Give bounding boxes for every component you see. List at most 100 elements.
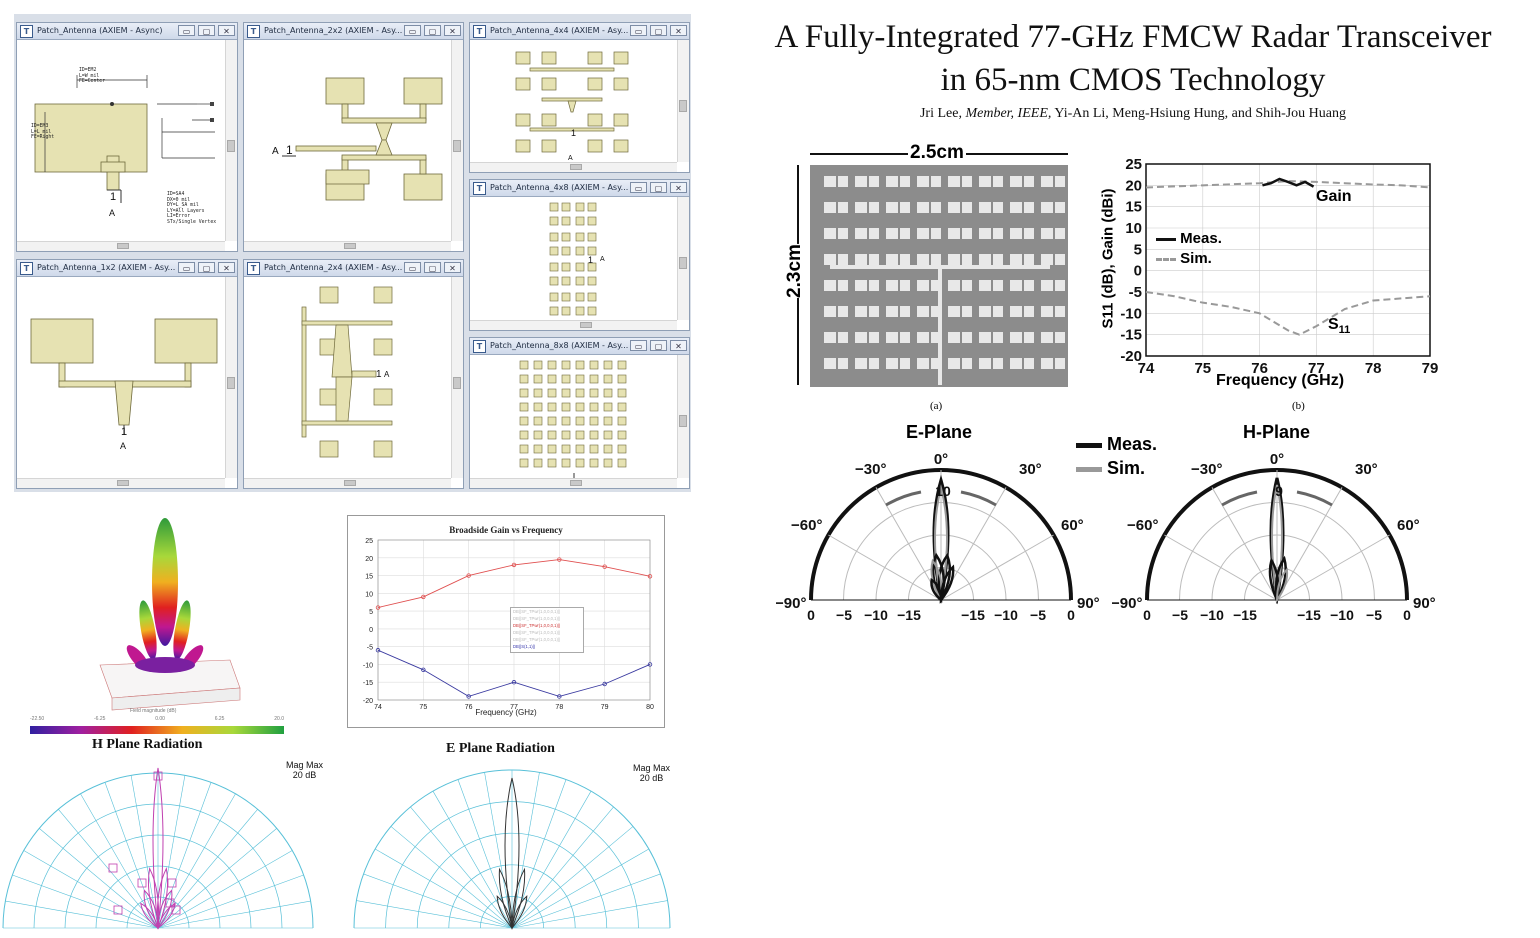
die-patch — [886, 332, 898, 343]
restore-button[interactable]: ▢ — [424, 25, 441, 36]
patch-element — [561, 430, 571, 440]
schematic-icon: T — [473, 340, 486, 353]
chart-title: Broadside Gain vs Frequency — [449, 525, 563, 535]
vertical-scrollbar[interactable] — [677, 355, 689, 478]
die-patch — [1055, 332, 1065, 343]
die-patch — [948, 176, 960, 187]
patch-element — [575, 374, 585, 384]
restore-button[interactable]: ▢ — [650, 340, 667, 351]
die-patch — [900, 358, 910, 369]
x-tick-label: 79 — [1422, 360, 1439, 377]
layout-canvas[interactable]: 1 A — [470, 197, 677, 320]
x-tick-label: 75 — [419, 704, 427, 711]
legend-meas: Meas. — [1156, 230, 1222, 247]
minimize-button[interactable]: ▭ — [630, 340, 647, 351]
radiation-lobe — [496, 895, 513, 930]
horizontal-scrollbar[interactable] — [17, 478, 225, 488]
die-patch — [993, 254, 1003, 265]
patch-element — [603, 360, 613, 370]
vertical-scrollbar[interactable] — [451, 40, 463, 241]
horizontal-scrollbar[interactable] — [470, 162, 677, 172]
dimension-width: 2.5cm — [908, 142, 966, 164]
die-patch — [886, 280, 898, 291]
schematic-icon: T — [473, 25, 486, 38]
pattern-marker — [153, 771, 163, 781]
close-button[interactable]: ✕ — [444, 262, 461, 273]
port-number: 1 — [286, 143, 293, 157]
restore-button[interactable]: ▢ — [650, 25, 667, 36]
vertical-scrollbar[interactable] — [225, 40, 237, 241]
vertical-scrollbar[interactable] — [677, 197, 689, 320]
close-button[interactable]: ✕ — [670, 25, 687, 36]
die-patch — [855, 358, 867, 369]
die-feed-line — [938, 265, 942, 385]
vertical-scrollbar[interactable] — [225, 277, 237, 478]
die-patch — [1010, 332, 1022, 343]
vertical-scrollbar[interactable] — [677, 40, 689, 162]
window-title-bar[interactable]: T Patch_Antenna (AXIEM - Async) ▭ ▢ ✕ — [17, 23, 237, 40]
close-button[interactable]: ✕ — [444, 25, 461, 36]
restore-button[interactable]: ▢ — [650, 182, 667, 193]
window-patch-antenna-2x4[interactable]: T Patch_Antenna_2x4 (AXIEM - Asy... ▭ ▢ … — [243, 259, 464, 489]
window-title: Patch_Antenna_8x8 (AXIEM - Asy... — [490, 341, 629, 350]
die-patch — [838, 176, 848, 187]
die-patch — [900, 254, 910, 265]
die-patch — [1024, 176, 1034, 187]
minimize-button[interactable]: ▭ — [630, 25, 647, 36]
window-title-bar[interactable]: T Patch_Antenna_8x8 (AXIEM - Asy... ▭ ▢ … — [470, 338, 689, 355]
paper-authors: Jri Lee, Member, IEEE, Yi-An Li, Meng-Hs… — [728, 106, 1538, 122]
annotation-text: DX=0 mil — [167, 197, 191, 203]
die-patch — [979, 228, 991, 239]
minimize-button[interactable]: ▭ — [404, 25, 421, 36]
restore-button[interactable]: ▢ — [198, 25, 215, 36]
minimize-button[interactable]: ▭ — [630, 182, 647, 193]
die-patch — [1055, 306, 1065, 317]
horizontal-scrollbar[interactable] — [17, 241, 225, 251]
polar-spoke — [157, 809, 258, 929]
horizontal-scrollbar[interactable] — [244, 478, 451, 488]
window-title-bar[interactable]: T Patch_Antenna_4x8 (AXIEM - Asy... ▭ ▢ … — [470, 180, 689, 197]
window-patch-antenna[interactable]: T Patch_Antenna (AXIEM - Async) ▭ ▢ ✕ — [16, 22, 238, 252]
window-patch-antenna-4x4[interactable]: T Patch_Antenna_4x4 (AXIEM - Asy... ▭ ▢ … — [469, 22, 690, 173]
patch-element — [519, 360, 529, 370]
patch-element — [617, 388, 627, 398]
window-patch-antenna-4x8[interactable]: T Patch_Antenna_4x8 (AXIEM - Asy... ▭ ▢ … — [469, 179, 690, 331]
die-patch — [948, 358, 960, 369]
series-marker — [602, 681, 607, 687]
minimize-button[interactable]: ▭ — [404, 262, 421, 273]
layout-canvas[interactable]: 1 A — [244, 277, 451, 478]
close-button[interactable]: ✕ — [670, 340, 687, 351]
close-button[interactable]: ✕ — [218, 25, 235, 36]
vertical-scrollbar[interactable] — [451, 277, 463, 478]
layout-canvas[interactable]: 1 A — [17, 277, 225, 478]
window-patch-antenna-2x2[interactable]: T Patch_Antenna_2x2 (AXIEM - Asy... ▭ ▢ … — [243, 22, 464, 252]
layout-canvas[interactable]: ID=EM2 L=W mil FE=Center ID=EM3 L=L mil … — [17, 40, 225, 241]
window-title-bar[interactable]: T Patch_Antenna_4x4 (AXIEM - Asy... ▭ ▢ … — [470, 23, 689, 40]
radiation-lobe — [156, 867, 169, 929]
window-title-bar[interactable]: T Patch_Antenna_2x2 (AXIEM - Asy... ▭ ▢ … — [244, 23, 463, 40]
radial-tick-label: −15 — [1297, 607, 1321, 620]
layout-canvas[interactable]: A 1 — [244, 40, 451, 241]
horizontal-scrollbar[interactable] — [244, 241, 451, 251]
die-patch — [1055, 254, 1065, 265]
die-patch — [993, 332, 1003, 343]
window-patch-antenna-1x2[interactable]: T Patch_Antenna_1x2 (AXIEM - Asy... ▭ ▢ … — [16, 259, 238, 489]
restore-button[interactable]: ▢ — [198, 262, 215, 273]
horizontal-scrollbar[interactable] — [470, 320, 677, 330]
die-patch — [869, 332, 879, 343]
author-name: Jri Lee, — [919, 106, 962, 121]
restore-button[interactable]: ▢ — [424, 262, 441, 273]
series-marker — [375, 648, 381, 653]
layout-canvas[interactable] — [470, 355, 677, 478]
close-button[interactable]: ✕ — [670, 182, 687, 193]
layout-canvas[interactable]: 1 A — [470, 40, 677, 162]
close-button[interactable]: ✕ — [218, 262, 235, 273]
minimize-button[interactable]: ▭ — [178, 262, 195, 273]
patch-element — [547, 416, 557, 426]
window-title-bar[interactable]: T Patch_Antenna_2x4 (AXIEM - Asy... ▭ ▢ … — [244, 260, 463, 277]
patch-element — [519, 402, 529, 412]
window-patch-antenna-8x8[interactable]: T Patch_Antenna_8x8 (AXIEM - Asy... ▭ ▢ … — [469, 337, 690, 489]
window-title-bar[interactable]: T Patch_Antenna_1x2 (AXIEM - Asy... ▭ ▢ … — [17, 260, 237, 277]
horizontal-scrollbar[interactable] — [470, 478, 677, 488]
minimize-button[interactable]: ▭ — [178, 25, 195, 36]
